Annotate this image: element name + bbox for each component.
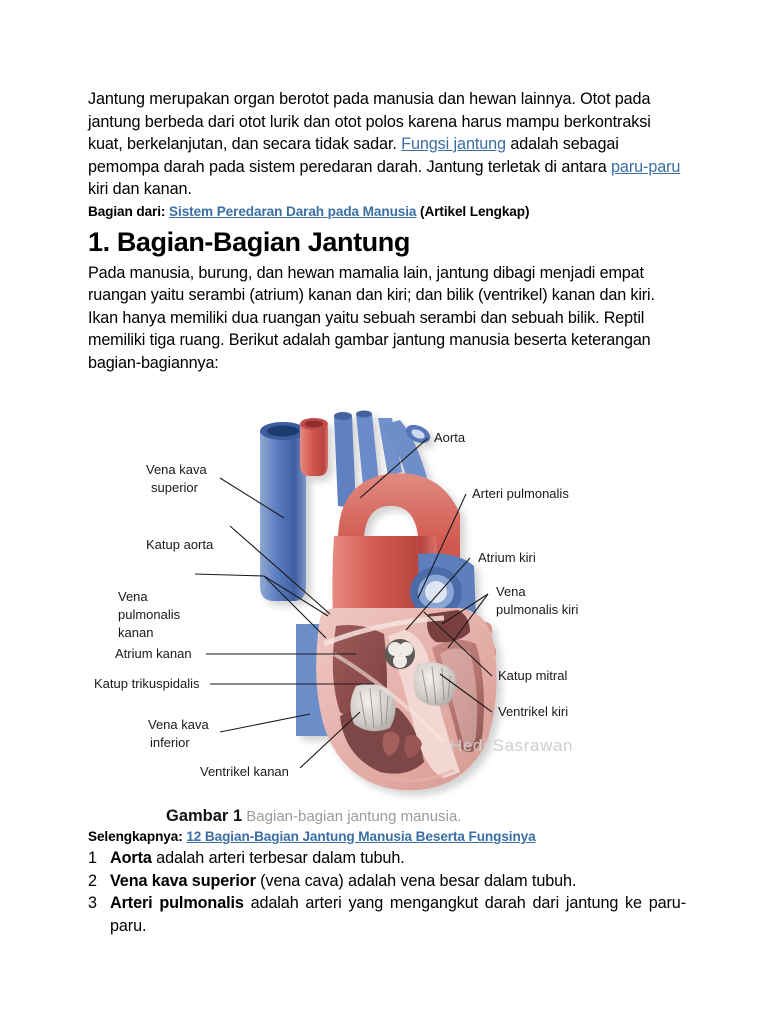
label-vena-pulmonalis-kanan-line2: pulmonalis xyxy=(118,607,181,622)
source-attribution: Bagian dari: Sistem Peredaran Darah pada… xyxy=(88,202,688,221)
heart-body xyxy=(260,410,497,791)
caption-label: Gambar 1 xyxy=(166,807,243,825)
list-item-number: 1 xyxy=(88,849,97,867)
source-prefix-label: Bagian dari: xyxy=(88,203,170,219)
label-vena-pulmonalis-kiri-line2: pulmonalis kiri xyxy=(496,602,578,617)
document-content: Jantung merupakan organ berotot pada man… xyxy=(88,88,688,937)
list-item-number: 2 xyxy=(88,871,97,890)
label-vena-kava-superior-line2: superior xyxy=(151,480,199,495)
label-aorta: Aorta xyxy=(434,430,466,445)
list-item-term: Aorta xyxy=(110,849,152,867)
link-sistem-peredaran-darah[interactable]: Sistem Peredaran Darah pada Manusia xyxy=(169,203,417,219)
list-item-desc: adalah arteri yang mengangkut darah dari… xyxy=(110,894,686,935)
caption-text: Bagian-bagian jantung manusia. xyxy=(242,808,462,825)
intro-text-segment-1: Jantung merupakan organ berotot pada man… xyxy=(88,90,651,153)
aortic-valve-cusps xyxy=(385,639,415,669)
list-item: 2 Vena kava superior (vena cava) adalah v… xyxy=(88,870,688,893)
intro-paragraph: Jantung merupakan organ berotot pada man… xyxy=(88,88,688,201)
more-info-line: Selengkapnya: 12 Bagian-Bagian Jantung M… xyxy=(88,827,688,847)
list-item-term: Vena kava superior xyxy=(110,871,256,890)
parts-list: 1 Aorta adalah arteri terbesar dalam tubu… xyxy=(88,847,688,937)
heart-diagram-figure: Vena kava superior Katup aorta Vena pulm… xyxy=(88,386,688,804)
label-katup-mitral: Katup mitral xyxy=(498,668,567,683)
label-ventrikel-kanan: Ventrikel kanan xyxy=(200,764,289,779)
link-paru-paru[interactable]: paru-paru xyxy=(611,157,681,176)
figure-caption: Gambar 1 Bagian-bagian jantung manusia. xyxy=(88,806,688,827)
label-vena-pulmonalis-kanan-line3: kanan xyxy=(118,625,153,640)
label-atrium-kiri: Atrium kiri xyxy=(478,550,536,565)
label-arteri-pulmonalis: Arteri pulmonalis xyxy=(472,486,569,501)
list-item-term: Arteri pulmonalis xyxy=(110,894,244,912)
list-item-desc: adalah arteri terbesar dalam tubuh. xyxy=(151,849,405,867)
link-12-bagian-jantung[interactable]: 12 Bagian-Bagian Jantung Manusia Beserta… xyxy=(186,829,536,844)
list-item-desc: (vena cava) adalah vena besar dalam tubu… xyxy=(255,871,577,890)
label-vena-kava-inferior-line2: inferior xyxy=(150,735,190,750)
label-katup-aorta: Katup aorta xyxy=(146,537,214,552)
link-fungsi-jantung[interactable]: Fungsi jantung xyxy=(401,135,506,153)
label-vena-pulmonalis-kanan: Vena xyxy=(118,589,148,604)
intro-text-segment-2: adalah sebagai pemompa darah pada sistem… xyxy=(88,135,619,176)
label-katup-trikuspidalis: Katup trikuspidalis xyxy=(94,676,200,691)
source-suffix-label: (Artikel Lengkap) xyxy=(416,203,530,219)
label-vena-pulmonalis-kiri: Vena xyxy=(496,584,526,599)
section-paragraph: Pada manusia, burung, dan hewan mamalia … xyxy=(88,263,655,372)
more-prefix-label: Selengkapnya: xyxy=(88,829,187,844)
section-heading: 1. Bagian-Bagian Jantung xyxy=(88,226,410,257)
intro-text-segment-3: kiri dan kanan. xyxy=(88,180,192,198)
diagram-labels: Vena kava superior Katup aorta Vena pulm… xyxy=(94,430,578,779)
heart-anatomy-illustration: Vena kava superior Katup aorta Vena pulm… xyxy=(94,410,578,791)
list-item: 3 Arteri pulmonalis adalah arteri yang me… xyxy=(88,892,688,937)
label-ventrikel-kiri: Ventrikel kiri xyxy=(498,704,568,719)
list-item-number: 3 xyxy=(88,894,97,912)
image-watermark: Hedi Sasrawan xyxy=(450,736,574,755)
list-item: 1 Aorta adalah arteri terbesar dalam tubu… xyxy=(88,847,688,870)
leader-lines xyxy=(194,437,493,769)
label-atrium-kanan: Atrium kanan xyxy=(115,646,192,661)
label-vena-kava-superior: Vena kava xyxy=(146,462,207,477)
label-vena-kava-inferior: Vena kava xyxy=(148,717,209,732)
